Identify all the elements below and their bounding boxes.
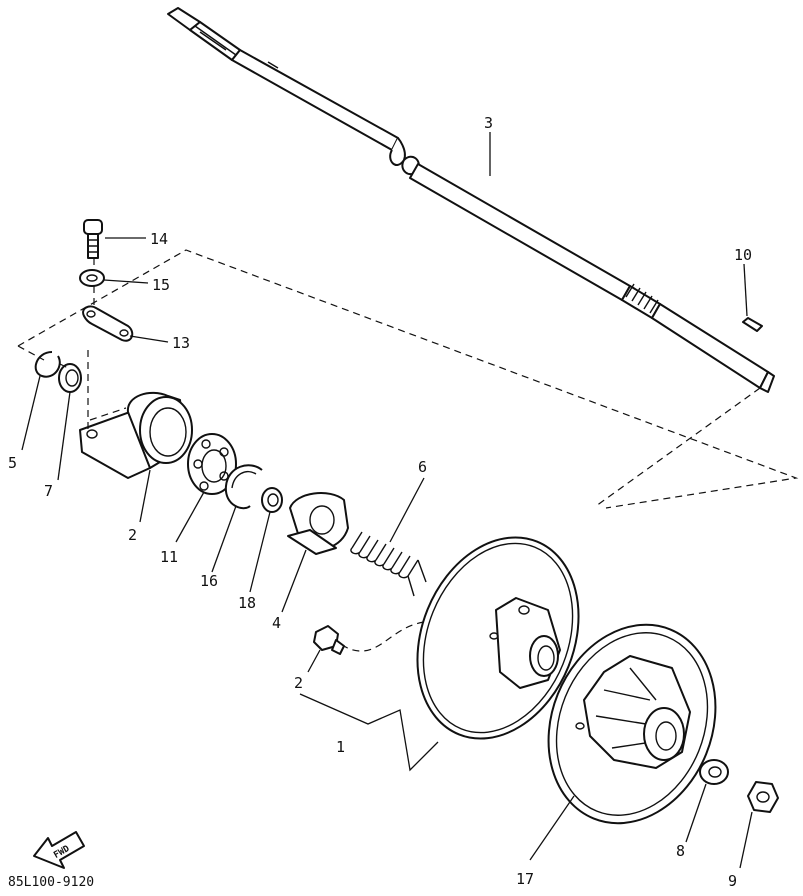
callout-labels: 1 2 2 3 4 5 6 7 17 8 9 10 11 13 14 15 16… bbox=[8, 114, 752, 890]
spring-part-6 bbox=[350, 531, 427, 597]
callout-9: 9 bbox=[728, 872, 737, 890]
callout-18: 18 bbox=[238, 594, 256, 612]
callout-16: 16 bbox=[200, 572, 218, 590]
movable-sheave-part-17 bbox=[547, 623, 717, 825]
leader-lines bbox=[21, 132, 753, 869]
bearing-housing-part-12 bbox=[79, 391, 193, 479]
bolt-part-14 bbox=[83, 219, 103, 259]
fixed-sheave-part-1 bbox=[416, 536, 580, 740]
callout-7: 7 bbox=[44, 482, 53, 500]
callout-1: 1 bbox=[336, 738, 345, 756]
shaft-part-3 bbox=[167, 7, 775, 393]
callout-11: 11 bbox=[160, 548, 178, 566]
bearing-part-11 bbox=[187, 433, 237, 495]
callout-3: 3 bbox=[484, 114, 493, 132]
diagram-code: 85L100-9120 bbox=[8, 875, 94, 890]
pin-part-2 bbox=[313, 625, 345, 655]
callout-10: 10 bbox=[734, 246, 752, 264]
callout-4: 4 bbox=[272, 614, 281, 632]
callout-8: 8 bbox=[676, 842, 685, 860]
callout-15: 15 bbox=[152, 276, 170, 294]
circlip-part-5 bbox=[34, 351, 61, 378]
washer-part-18 bbox=[261, 487, 283, 513]
callout-14: 14 bbox=[150, 230, 168, 248]
callout-5: 5 bbox=[8, 454, 17, 472]
seal-part-7 bbox=[58, 363, 82, 393]
plate-part-13 bbox=[82, 305, 134, 342]
callout-2-pin: 2 bbox=[294, 674, 303, 692]
nut-part-15 bbox=[79, 269, 105, 287]
snap-ring-part-16 bbox=[224, 464, 263, 510]
callout-2-housing: 2 bbox=[128, 526, 137, 544]
cam-part-4 bbox=[287, 492, 349, 555]
callout-17: 17 bbox=[516, 870, 534, 888]
nut-part-9 bbox=[747, 781, 779, 813]
callout-13: 13 bbox=[172, 334, 190, 352]
key-part-10 bbox=[742, 317, 763, 332]
washer-part-8 bbox=[699, 759, 729, 785]
callout-6: 6 bbox=[418, 458, 427, 476]
assembly-dashed-outline bbox=[17, 249, 799, 652]
fwd-arrow: FWD bbox=[33, 831, 85, 869]
